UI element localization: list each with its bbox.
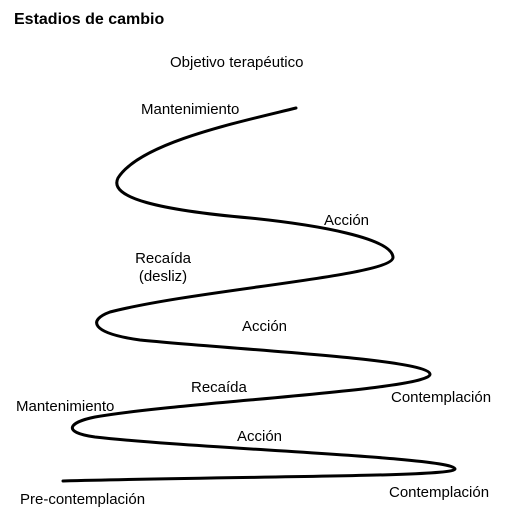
maintenance-bottom-label: Mantenimiento — [16, 398, 115, 415]
relapse-label: Recaída — [191, 379, 247, 396]
goal-label: Objetivo terapéutico — [170, 54, 304, 71]
relapse-slip-label-line1: Recaída — [135, 250, 191, 267]
contemplation-label-1: Contemplación — [391, 389, 492, 406]
diagram-title: Estadios de cambio — [14, 11, 165, 28]
relapse-slip-label: Recaída (desliz) — [130, 250, 196, 286]
precontemplation-label: Pre-contemplación — [20, 491, 146, 508]
action-label-2: Acción — [242, 318, 288, 335]
spiral-curve — [61, 106, 457, 483]
contemplation-label-2: Contemplación — [389, 484, 490, 501]
action-label-3: Acción — [237, 428, 283, 445]
action-label-1: Acción — [324, 212, 370, 229]
relapse-slip-label-line2: (desliz) — [138, 268, 188, 285]
maintenance-top-label: Mantenimiento — [141, 101, 240, 118]
